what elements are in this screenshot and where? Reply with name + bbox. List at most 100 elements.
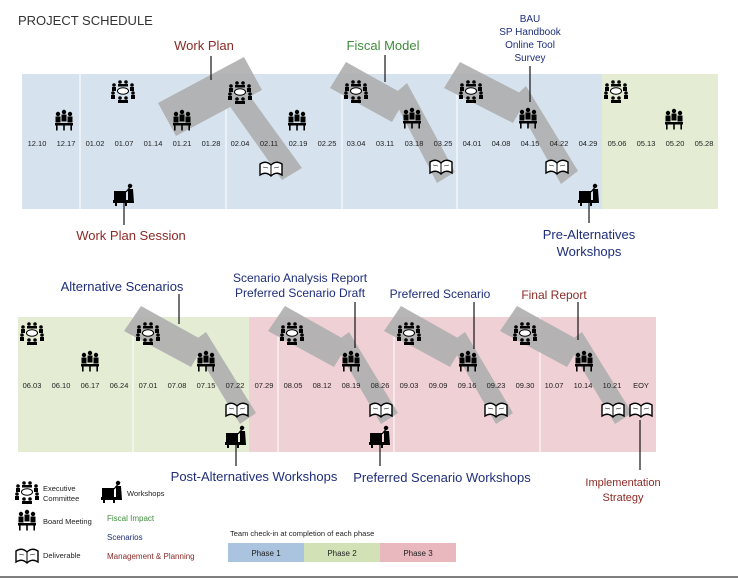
phase-1-swatch: [228, 543, 304, 562]
date-label: 02.04: [231, 139, 250, 148]
date-label: 02.19: [289, 139, 308, 148]
legend-workshops-label: Workshops: [127, 489, 165, 498]
date-label: 05.06: [608, 139, 627, 148]
phase-1-label: Phase 1: [251, 549, 281, 558]
analysis-bar-2: [334, 332, 398, 424]
date-label: 12.17: [57, 139, 76, 148]
fiscal-model-label: Fiscal Model: [347, 38, 420, 53]
date-label: 03.04: [347, 139, 366, 148]
date-label: 03.18: [405, 139, 424, 148]
date-label: 01.28: [202, 139, 221, 148]
date-label: 01.21: [173, 139, 192, 148]
bau-bar-1: [444, 62, 528, 123]
book-icon: [601, 402, 625, 418]
fiscal-bar-2: [392, 83, 455, 183]
book-icon: [629, 402, 653, 418]
date-label: 06.03: [23, 381, 42, 390]
date-label: 04.15: [521, 139, 540, 148]
date-label: 08.12: [313, 381, 332, 390]
date-label: 08.26: [371, 381, 390, 390]
page-title: PROJECT SCHEDULE: [18, 13, 153, 28]
date-label: 09.09: [429, 381, 448, 390]
work-plan-label: Work Plan: [174, 38, 234, 53]
final-report-label: Final Report: [521, 288, 587, 302]
post-alternatives-label: Post-Alternatives Workshops: [171, 469, 338, 484]
legend-deliverable-label: Deliverable: [43, 551, 81, 560]
date-label: 09.16: [458, 381, 477, 390]
book-icon: [259, 161, 283, 177]
legend-scenarios-label: Scenarios: [107, 533, 143, 542]
date-label: 01.07: [115, 139, 134, 148]
book-icon: [545, 159, 569, 175]
book-icon: [484, 402, 508, 418]
row1-green-band: [602, 74, 718, 209]
book-icon: [429, 159, 453, 175]
legend-fiscal-label: Fiscal Impact: [107, 514, 155, 523]
phase-3-label: Phase 3: [403, 549, 433, 558]
date-label: 10.07: [545, 381, 564, 390]
date-label: EOY: [633, 381, 649, 390]
date-label: 09.23: [487, 381, 506, 390]
date-label: 04.22: [550, 139, 569, 148]
date-label: 03.25: [434, 139, 453, 148]
alt-scenarios-bar-2: [191, 332, 256, 424]
fiscal-bar-1: [330, 62, 407, 122]
book-icon: [369, 402, 393, 418]
date-label: 01.14: [144, 139, 163, 148]
date-label: 06.24: [110, 381, 129, 390]
date-label: 02.11: [260, 139, 278, 148]
legend-management-label: Management & Planning: [107, 552, 195, 561]
preferred-bar-1: [384, 306, 465, 367]
legend-checkin-label: Team check-in at completion of each phas…: [230, 529, 374, 538]
alternative-scenarios-label: Alternative Scenarios: [61, 279, 184, 294]
bau-label: Survey: [514, 53, 545, 64]
board-meeting-icon: [18, 509, 36, 531]
preferred-bar-2: [450, 332, 513, 424]
bau-label: SP Handbook: [499, 27, 562, 38]
date-label: 12.10: [28, 139, 47, 148]
executive-committee-icon: [14, 480, 40, 505]
row1-dividers: [79, 74, 458, 209]
date-label: 03.11: [376, 139, 394, 148]
date-label: 02.25: [318, 139, 337, 148]
bau-label: Online Tool: [505, 40, 555, 51]
date-label: 04.01: [463, 139, 482, 148]
phase-2-label: Phase 2: [327, 549, 357, 558]
work-plan-session-label: Work Plan Session: [76, 228, 186, 243]
legend: Executive Committee Board Meeting Delive…: [14, 480, 456, 564]
date-label: 08.05: [284, 381, 303, 390]
date-label: 05.20: [666, 139, 685, 148]
date-label: 07.29: [255, 381, 274, 390]
preferred-workshops-label: Preferred Scenario Workshops: [353, 470, 531, 485]
date-label: 06.17: [81, 381, 100, 390]
date-label: 09.30: [516, 381, 535, 390]
final-bar-1: [500, 306, 582, 367]
book-icon: [15, 548, 39, 564]
scenario-analysis-label: Preferred Scenario Draft: [235, 286, 366, 300]
date-label: 10.14: [574, 381, 593, 390]
legend-executive-label: Committee: [43, 494, 79, 503]
legend-executive-label: Executive: [43, 484, 76, 493]
scenario-analysis-label: Scenario Analysis Report: [233, 271, 368, 285]
pre-alternatives-label: Workshops: [557, 244, 622, 259]
date-label: 07.08: [168, 381, 187, 390]
date-label: 05.13: [637, 139, 656, 148]
date-label: 07.01: [139, 381, 158, 390]
date-label: 05.28: [695, 139, 714, 148]
implementation-label: Strategy: [603, 492, 644, 504]
date-label: 06.10: [52, 381, 71, 390]
analysis-bar-1: [268, 306, 349, 367]
workshop-icon: [100, 480, 123, 504]
phase-2-swatch: [304, 543, 380, 562]
date-label: 04.29: [579, 139, 598, 148]
phase-3-swatch: [380, 543, 456, 562]
bau-label: BAU: [520, 14, 541, 25]
legend-board-label: Board Meeting: [43, 517, 92, 526]
book-icon: [225, 402, 249, 418]
date-label: 07.15: [197, 381, 216, 390]
alt-scenarios-bar-1: [124, 306, 206, 367]
date-label: 08.19: [342, 381, 361, 390]
date-label: 10.21: [603, 381, 622, 390]
date-label: 07.22: [226, 381, 245, 390]
